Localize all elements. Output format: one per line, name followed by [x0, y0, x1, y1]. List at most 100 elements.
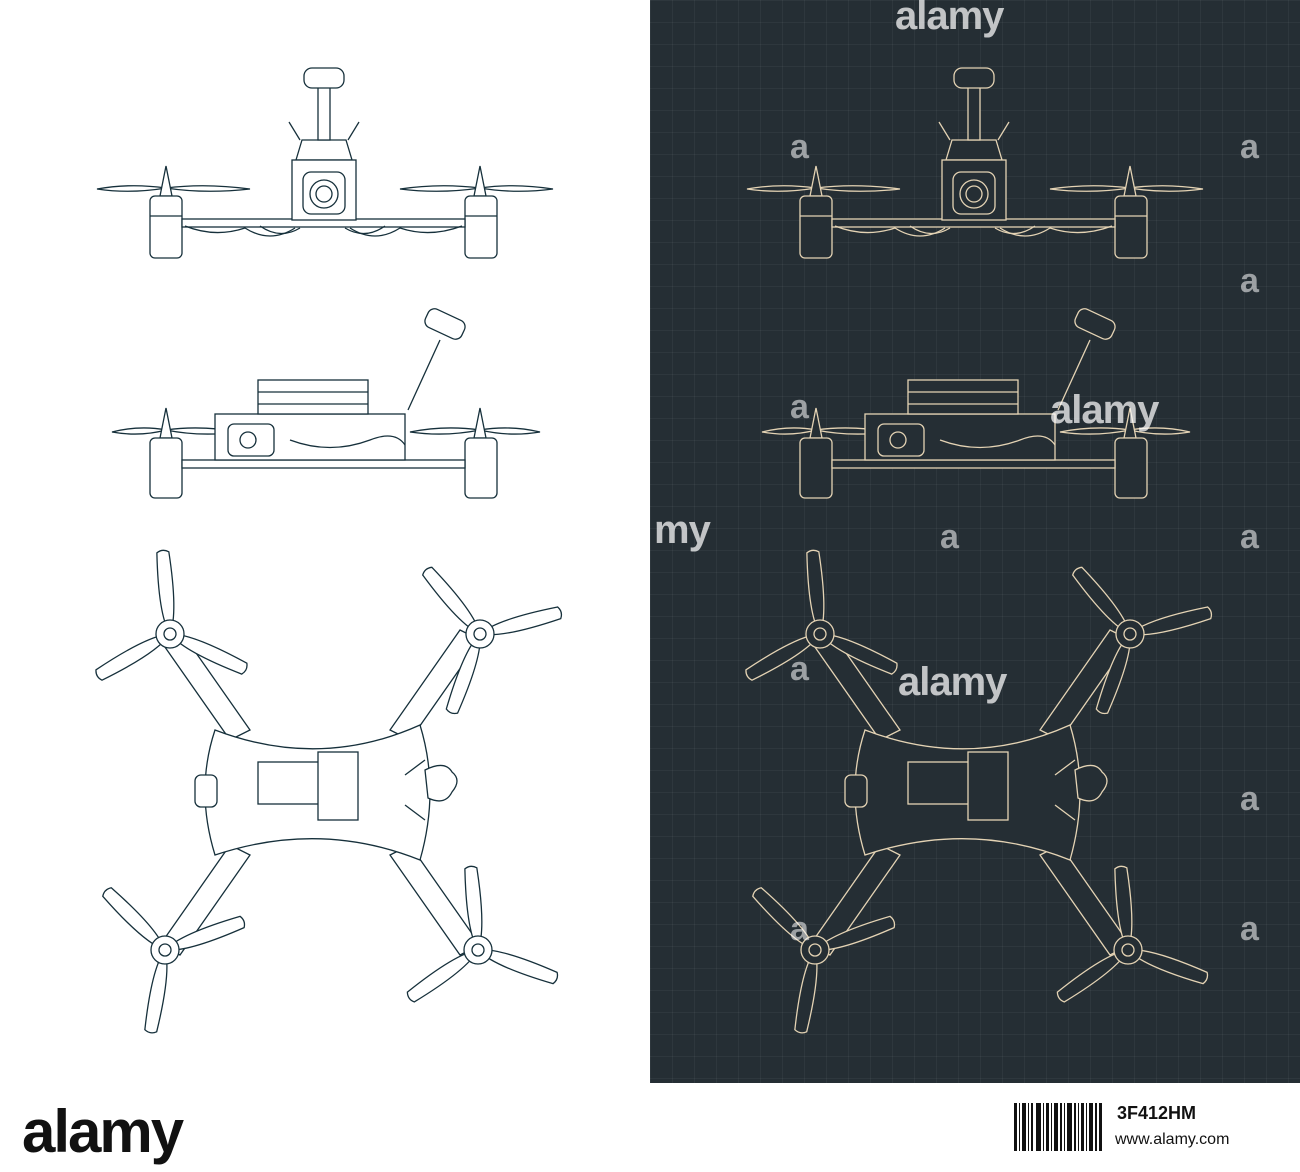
watermark-a-8: a [1240, 780, 1259, 818]
propeller-front-left [745, 549, 898, 681]
light-blueprint-panel [0, 0, 650, 1083]
watermark-a-1: a [790, 128, 809, 166]
vtx-antenna-head [953, 67, 995, 89]
battery [907, 379, 1019, 415]
propeller-front-right [421, 566, 563, 715]
camera-lens [239, 431, 257, 449]
wires [939, 435, 1056, 449]
image-id: 3F412HM [1117, 1103, 1197, 1123]
prop-blade [1071, 566, 1131, 636]
battery [257, 379, 369, 415]
motor [799, 437, 833, 499]
prop-blade [445, 632, 481, 715]
barcode-icon [1014, 1103, 1102, 1151]
prop-blade [111, 427, 167, 435]
prop-blade [1056, 949, 1130, 1003]
vtx-antenna-head [303, 67, 345, 89]
prop-hub [1123, 627, 1137, 641]
prop-blade [1129, 185, 1204, 192]
wires [184, 225, 296, 237]
camera [194, 774, 218, 808]
motor [149, 195, 183, 259]
prop-nut [473, 407, 487, 439]
watermark-top: alamy [895, 0, 1004, 38]
prop-blade [761, 427, 817, 435]
prop-blade [1049, 185, 1131, 192]
watermark-a-2: a [1240, 128, 1259, 166]
prop-blade [168, 633, 248, 675]
wires [999, 225, 1113, 237]
motor [464, 437, 498, 499]
antenna [1054, 804, 1076, 821]
wires [289, 435, 406, 449]
propeller-rear-right [1056, 865, 1209, 1003]
prop-blade [806, 549, 825, 636]
top-view [95, 549, 563, 1034]
antenna [938, 121, 951, 141]
vtx-antenna-mast [407, 339, 441, 411]
frame-arm [181, 459, 466, 469]
prop-blade [746, 185, 817, 192]
top-view [745, 549, 1213, 1034]
prop-blade [479, 427, 541, 435]
prop-blade [478, 606, 563, 636]
footer-brand-logo: alamy [22, 1098, 184, 1165]
prop-blade [163, 915, 246, 951]
prop-blade [476, 949, 559, 985]
camera-lens-inner [965, 185, 983, 203]
prop-nut [159, 165, 173, 197]
vtx-antenna-head [1074, 308, 1116, 340]
vtx-antenna-mast [1057, 339, 1091, 411]
prop-hub [808, 943, 822, 957]
prop-nut [473, 165, 487, 197]
dark-drone-drawing [745, 67, 1213, 1034]
motor [1114, 437, 1148, 499]
side-view [111, 308, 541, 499]
antenna [404, 759, 426, 776]
prop-blade [165, 185, 251, 192]
propeller-front-left [95, 549, 248, 681]
battery [257, 761, 321, 805]
prop-blade [464, 865, 483, 952]
propeller-front-right [1071, 566, 1213, 715]
antenna [404, 804, 426, 821]
site-url[interactable]: www.alamy.com [1115, 1131, 1230, 1148]
light-drone-drawing [95, 67, 563, 1034]
side-view [761, 308, 1191, 499]
prop-blade [818, 633, 898, 675]
watermark-a-10: a [1240, 910, 1259, 948]
dark-blueprint-panel: alamy alamy alamy my a a a a a a a a a a [650, 0, 1300, 1083]
body-top [945, 139, 1003, 161]
prop-blade [1114, 865, 1133, 952]
prop-hub [1121, 943, 1135, 957]
prop-blade [399, 185, 481, 192]
camera-lens-inner [315, 185, 333, 203]
vtx-antenna-mast [967, 85, 981, 141]
motor [1114, 195, 1148, 259]
body-top [295, 139, 353, 161]
propeller-rear-left [102, 887, 246, 1034]
antenna [997, 121, 1010, 141]
prop-blade [1095, 632, 1131, 715]
prop-hub [471, 943, 485, 957]
antenna [347, 121, 360, 141]
battery-strap [317, 751, 359, 821]
prop-blade [1126, 949, 1209, 985]
prop-nut [809, 407, 823, 439]
wires [909, 225, 951, 235]
motor [464, 195, 498, 259]
camera-lens [889, 431, 907, 449]
watermark-left-word: my [654, 508, 711, 552]
vtx-antenna-head [1074, 764, 1108, 802]
prop-nut [809, 165, 823, 197]
prop-blade [815, 185, 901, 192]
watermark-a-3: a [1240, 262, 1259, 300]
antenna [288, 121, 301, 141]
propeller-rear-right [406, 865, 559, 1003]
watermark-a-5: a [940, 518, 959, 556]
front-view [96, 67, 554, 259]
vtx-antenna-mast [317, 85, 331, 141]
prop-blade [479, 185, 554, 192]
watermark-a-9: a [790, 910, 809, 948]
prop-blade [752, 887, 817, 952]
